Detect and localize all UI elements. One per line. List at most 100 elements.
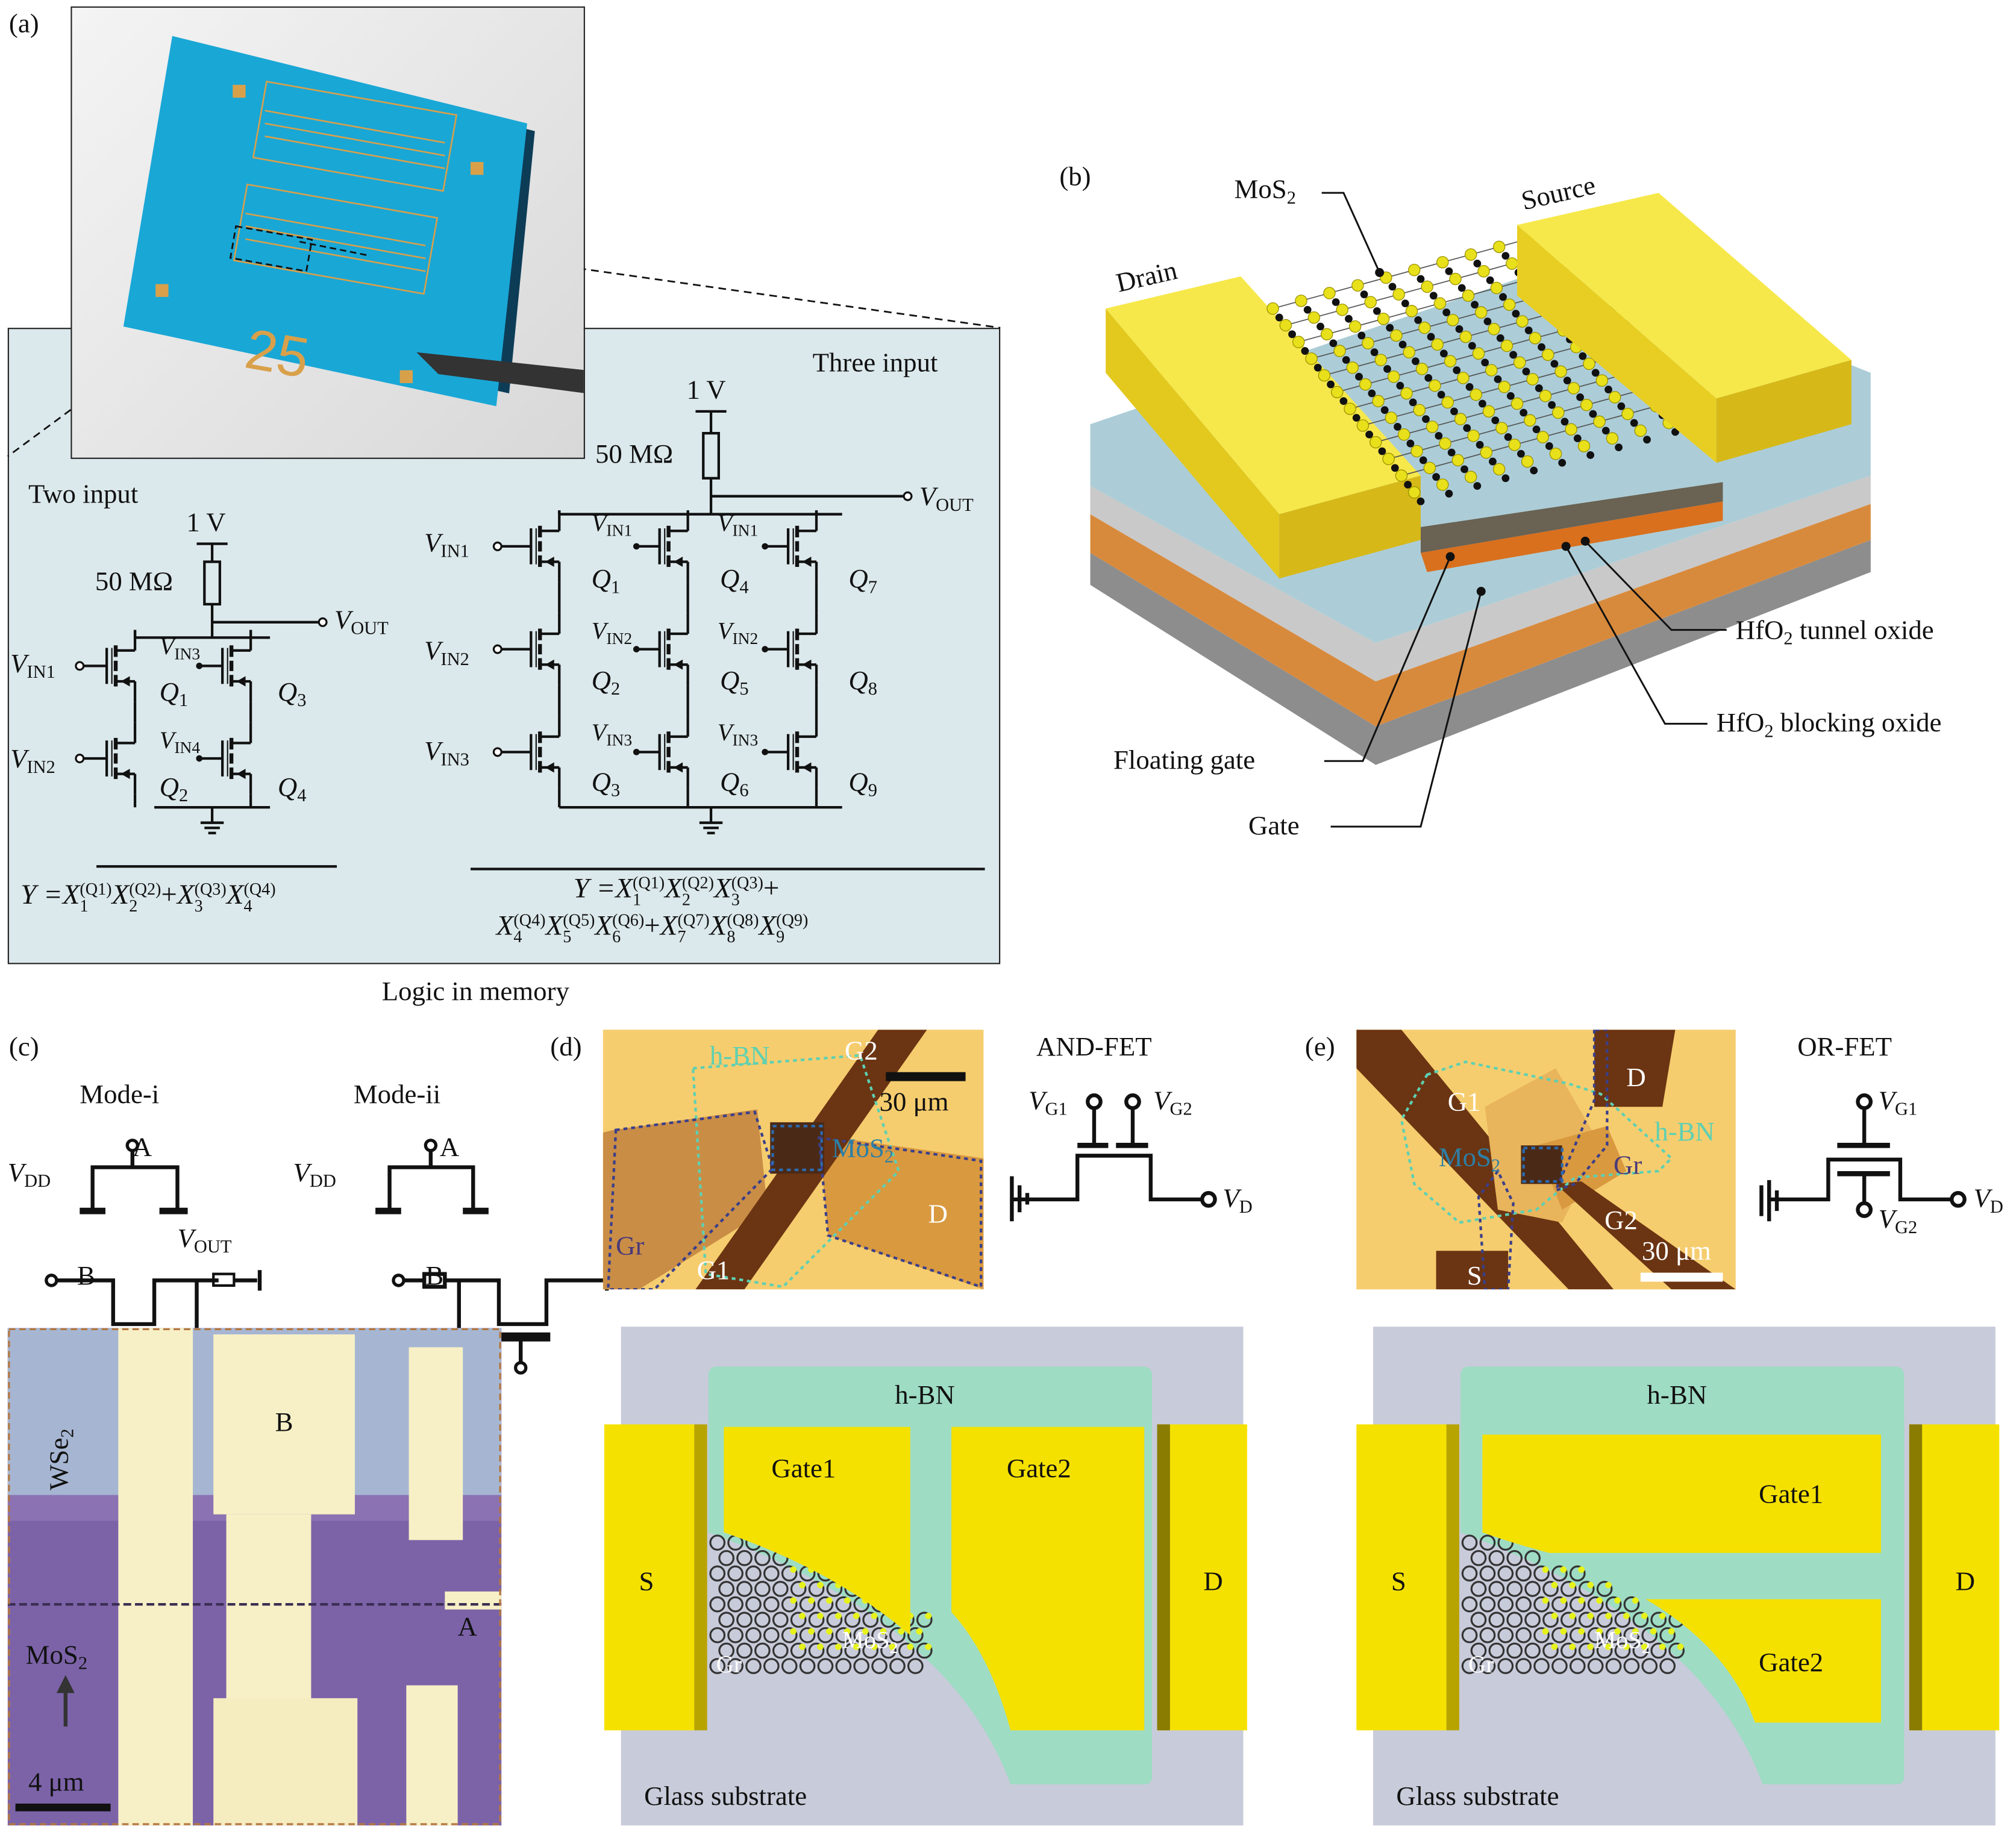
- graphene-ring: [817, 1658, 834, 1674]
- graphene-ring: [1614, 1642, 1631, 1659]
- eq-operator: +: [644, 908, 660, 942]
- mo-atom: [1396, 381, 1404, 390]
- source-label: S: [639, 1566, 654, 1597]
- graphene-ring: [916, 1612, 933, 1628]
- eq-scripts: (Q3)3: [195, 880, 227, 914]
- panel-e-label: (e): [1304, 1031, 1335, 1062]
- mo-atom: [1538, 343, 1545, 351]
- graphene-ring: [817, 1627, 834, 1643]
- eq-subscript: 1: [632, 889, 642, 909]
- s-atom: [1385, 411, 1398, 424]
- three-input-vout: VOUT: [919, 483, 974, 514]
- mos2-atom: [1632, 1628, 1639, 1635]
- s-atom: [1418, 321, 1431, 334]
- transistor-symbol: [492, 613, 561, 686]
- graphene-ring: [862, 1642, 878, 1659]
- s-atom: [1344, 402, 1356, 415]
- label-subscript: IN2: [440, 649, 469, 671]
- mo-atom: [1422, 415, 1430, 424]
- mo-atom: [1275, 313, 1283, 322]
- graphene-ring: [1551, 1627, 1568, 1643]
- label-subscript: 2: [178, 786, 189, 807]
- graphene-ring: [1524, 1642, 1541, 1659]
- graphene-ring: [745, 1565, 762, 1582]
- s-atom: [1403, 346, 1415, 358]
- mos2-atom: [808, 1597, 815, 1604]
- mos2-atom: [1569, 1581, 1576, 1589]
- eq-superscript: (Q7): [677, 910, 710, 930]
- graphene-ring: [1461, 1658, 1478, 1674]
- mos2-label: MoS2: [1439, 1143, 1500, 1175]
- mo-atom: [1424, 374, 1433, 382]
- vout-terminal: [318, 617, 328, 627]
- s-atom: [1593, 415, 1606, 428]
- graphene-ring: [1479, 1565, 1496, 1582]
- mo-atom: [1455, 325, 1463, 333]
- hbn-label: h-BN: [1654, 1116, 1715, 1147]
- graphene-ring: [1497, 1627, 1514, 1643]
- graphene-ring: [736, 1642, 753, 1659]
- s-atom: [1475, 306, 1488, 319]
- graphene-ring: [745, 1658, 762, 1674]
- graphene-ring: [1533, 1627, 1550, 1643]
- s-atom: [1595, 374, 1609, 387]
- graphene-ring: [1533, 1658, 1550, 1674]
- mo-atom: [1573, 434, 1582, 443]
- panel-d-label: (d): [550, 1031, 582, 1062]
- graphene-ring: [727, 1658, 743, 1674]
- two-q4-label: Q4: [278, 774, 307, 805]
- graphene-ring: [1623, 1596, 1640, 1613]
- mo-atom: [1524, 327, 1533, 334]
- source-label: S: [1391, 1566, 1406, 1597]
- mode-i-a: A: [132, 1131, 152, 1163]
- s-atom: [1464, 471, 1477, 483]
- graphene-ring: [1605, 1627, 1622, 1643]
- label-main: V: [919, 481, 936, 512]
- arrow-icon: [121, 676, 130, 687]
- two-input-vin3: VIN3: [160, 635, 201, 663]
- graphene-ring: [1479, 1627, 1496, 1643]
- vg2-label: VG2: [1153, 1087, 1192, 1119]
- eq-base: X: [665, 871, 682, 904]
- label-main: V: [7, 1157, 25, 1188]
- label-main: V: [424, 635, 441, 666]
- arrow-icon: [802, 762, 812, 773]
- eq-operator: +: [161, 878, 177, 910]
- s-atom: [1554, 365, 1567, 378]
- d-label: D: [1626, 1061, 1646, 1093]
- mos2-atom: [790, 1566, 797, 1573]
- vg1-label: VG1: [1879, 1087, 1918, 1119]
- eq-subscript: 9: [776, 927, 785, 946]
- label-subscript: 2: [884, 1147, 894, 1168]
- mos2-atom: [834, 1612, 842, 1619]
- hbn-label: h-BN: [895, 1379, 955, 1410]
- mo-atom: [1355, 372, 1363, 381]
- substrate-label: Glass substrate: [1396, 1780, 1559, 1812]
- label-main: Q: [591, 664, 611, 696]
- eq-base: X: [496, 908, 514, 942]
- label-subscript: IN1: [732, 520, 759, 540]
- eq-subscript: 2: [129, 896, 138, 916]
- scale-label: 30 μm: [879, 1086, 949, 1118]
- eq-base: X: [709, 908, 727, 942]
- label-main: Q: [848, 664, 868, 696]
- label-subscript: 2: [1286, 188, 1296, 209]
- graphene-ring: [781, 1658, 798, 1674]
- graphene-ring: [799, 1596, 816, 1613]
- label-main: V: [717, 719, 733, 747]
- mos2-atom: [907, 1643, 914, 1650]
- s-atom: [1503, 298, 1516, 311]
- eq-superscript: (Q2): [681, 872, 714, 892]
- mo-atom: [1468, 342, 1476, 350]
- label-subscript: IN2: [732, 628, 759, 648]
- s-atom: [1374, 354, 1388, 366]
- mos2-atom: [1551, 1581, 1558, 1589]
- graphene-ring: [718, 1549, 734, 1566]
- label-subscript: IN2: [606, 628, 633, 648]
- eq-base: X: [660, 908, 678, 942]
- label-subscript: IN1: [440, 541, 469, 563]
- label-main: MoS: [25, 1639, 78, 1670]
- eq-base: X: [713, 871, 731, 904]
- transistor-symbol: [633, 716, 689, 789]
